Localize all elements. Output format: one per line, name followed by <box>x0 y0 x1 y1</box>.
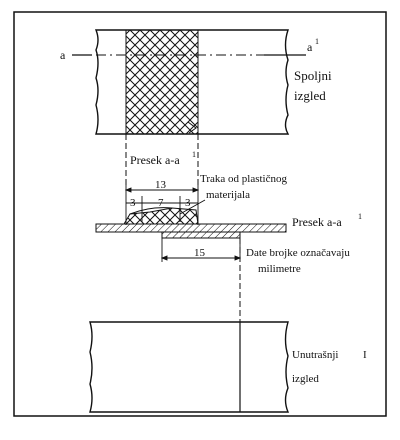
section-profile <box>95 207 287 239</box>
section-marker-right: a <box>307 40 313 54</box>
inner-view-label-1: Unutrašnji <box>292 349 338 361</box>
inner-view-panel <box>89 321 290 413</box>
section-marker-right-sup: 1 <box>315 37 319 46</box>
outer-view-label-2: izgled <box>294 88 326 103</box>
outer-view-label-1: Spoljni <box>294 68 332 83</box>
dim-bottom: 15 <box>194 247 206 259</box>
section-side-sup: 1 <box>358 212 362 221</box>
dim-middle: 7 <box>158 197 164 209</box>
section-side-label: Presek a-a <box>292 215 342 229</box>
section-marker-left: a <box>60 48 66 62</box>
outer-frame <box>13 11 387 417</box>
dim-total: 13 <box>155 179 167 191</box>
strip-label-2: materijala <box>206 189 250 201</box>
strip-label-1: Traka od plastičnog <box>200 173 287 185</box>
section-title: Presek a-a <box>130 153 180 167</box>
section-title-sup: 1 <box>192 150 196 159</box>
outer-view-panel <box>94 29 290 135</box>
inner-view-mark: I <box>363 349 367 361</box>
units-note-1: Date brojke označavaju <box>246 247 350 259</box>
units-note-2: milimetre <box>258 263 301 275</box>
inner-view-label-2: izgled <box>292 373 319 385</box>
dim-right: 3 <box>185 197 191 209</box>
dim-left: 3 <box>130 197 136 209</box>
mesh-band <box>125 29 199 135</box>
